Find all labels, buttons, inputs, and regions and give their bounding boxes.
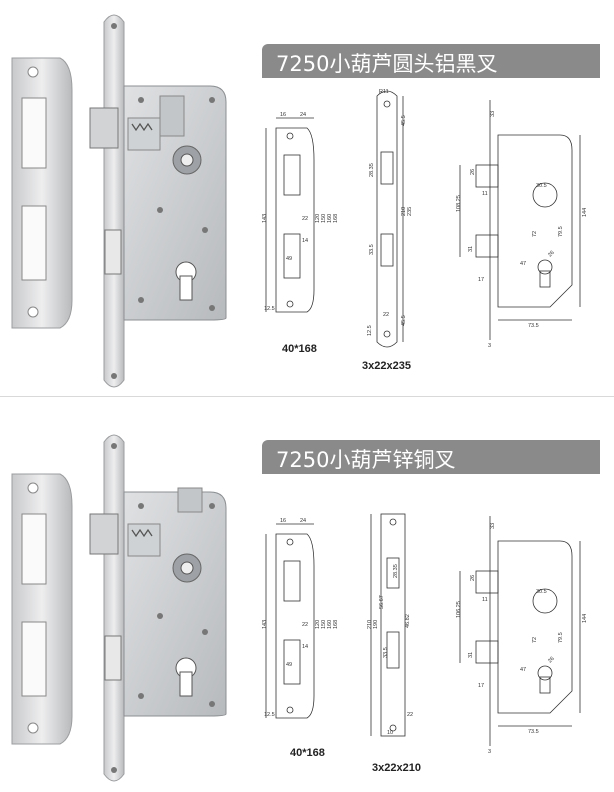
dim-12-5: 12.5 bbox=[264, 306, 275, 312]
faceplate-photo bbox=[103, 434, 125, 782]
section-divider bbox=[0, 396, 614, 397]
lock-body-drawing: 33 26 11 30.5 108.25 144 72 79.5 31 47 1… bbox=[456, 100, 588, 349]
dim-17: 17 bbox=[478, 277, 484, 283]
product-title: 7250小葫芦锌铜叉 bbox=[276, 448, 456, 472]
dim-26: 26 bbox=[470, 169, 476, 175]
dim-150: 150 bbox=[321, 214, 327, 223]
dim-22-face: 22 bbox=[383, 312, 389, 318]
dim-31: 31 bbox=[468, 652, 474, 658]
dim-168: 168 bbox=[333, 214, 337, 223]
dim-45-5-top: 45.5 bbox=[401, 115, 407, 126]
dim-33-5: 33.5 bbox=[369, 244, 375, 255]
dim-3: 3 bbox=[488, 749, 491, 755]
faceplate-drawing: R11 45.5 28.35 33.5 210 235 22 12.5 45.5 bbox=[367, 89, 413, 348]
product-title-banner: 7250小葫芦锌铜叉 bbox=[262, 440, 600, 474]
latch-photo bbox=[89, 107, 119, 149]
faceplate-caption: 3x22x210 bbox=[372, 762, 421, 774]
dim-26: 26 bbox=[470, 575, 476, 581]
dim-120: 120 bbox=[315, 214, 321, 223]
strike-plate-photo bbox=[11, 473, 73, 745]
faceplate-photo bbox=[103, 14, 125, 388]
dim-26b: 26 bbox=[547, 656, 556, 665]
dim-3: 3 bbox=[488, 343, 491, 349]
product-section-1: 7250小葫芦圆头铝黑叉 16 24 143 120 150 160 168 2… bbox=[11, 14, 600, 388]
dim-47: 47 bbox=[520, 667, 526, 673]
product-title-banner: 7250小葫芦圆头铝黑叉 bbox=[262, 44, 600, 78]
dim-108-25: 108.25 bbox=[456, 195, 462, 212]
latch-photo bbox=[89, 513, 119, 555]
dim-56-67: 56.67 bbox=[379, 595, 385, 609]
dim-16: 16 bbox=[280, 518, 286, 524]
dim-45-5-bottom: 45.5 bbox=[401, 315, 407, 326]
dim-12-5: 12.5 bbox=[264, 712, 275, 718]
dim-24: 24 bbox=[300, 518, 306, 524]
dim-210: 210 bbox=[401, 207, 407, 216]
faceplate-drawing: 210 190 28.35 56.67 46.82 33.5 10 22 bbox=[367, 513, 413, 737]
dim-210: 210 bbox=[367, 620, 373, 629]
dim-31: 31 bbox=[468, 246, 474, 252]
dim-26b: 26 bbox=[547, 250, 556, 259]
strike-plate-drawing: 16 24 143 120 150 160 168 22 14 49 12.5 bbox=[262, 112, 337, 313]
dim-144: 144 bbox=[582, 614, 588, 623]
dim-12-5-face: 12.5 bbox=[367, 325, 373, 336]
lock-body-photo bbox=[123, 85, 227, 321]
lock-body-photo bbox=[123, 487, 227, 717]
dim-10: 10 bbox=[387, 730, 393, 736]
lock-photo-1 bbox=[11, 14, 227, 388]
dim-168: 168 bbox=[333, 620, 337, 629]
dim-11: 11 bbox=[482, 191, 488, 197]
dim-143: 143 bbox=[262, 620, 268, 629]
dim-30-5: 30.5 bbox=[536, 183, 547, 189]
faceplate-caption: 3x22x235 bbox=[362, 360, 411, 372]
dim-24: 24 bbox=[300, 112, 306, 118]
lock-body-drawing: 33 26 11 30.5 106.25 144 72 79.5 31 47 1… bbox=[456, 516, 588, 755]
dim-144: 144 bbox=[582, 208, 588, 217]
dim-22: 22 bbox=[302, 216, 308, 222]
dim-47: 47 bbox=[520, 261, 526, 267]
dim-143: 143 bbox=[262, 214, 268, 223]
strike-plate-drawing: 16 24 143 120 150 160 168 22 14 49 12.5 bbox=[262, 518, 337, 719]
dim-73-5: 73.5 bbox=[528, 729, 539, 735]
strike-caption: 40*168 bbox=[290, 747, 325, 759]
dim-49: 49 bbox=[286, 662, 292, 668]
dim-106-25: 106.25 bbox=[456, 601, 462, 618]
dim-73-5: 73.5 bbox=[528, 323, 539, 329]
dim-46-82: 46.82 bbox=[405, 614, 411, 628]
dim-33-5: 33.5 bbox=[383, 647, 389, 658]
product-section-2: 7250小葫芦锌铜叉 16 24 143 120 150 160 168 22 … bbox=[0, 396, 614, 792]
dim-49: 49 bbox=[286, 256, 292, 262]
dim-30-5: 30.5 bbox=[536, 589, 547, 595]
dim-120: 120 bbox=[315, 620, 321, 629]
strike-caption: 40*168 bbox=[282, 343, 317, 355]
dim-17: 17 bbox=[478, 683, 484, 689]
dim-33: 33 bbox=[490, 111, 496, 117]
dim-160: 160 bbox=[327, 214, 333, 223]
dim-235: 235 bbox=[407, 207, 413, 216]
dim-14: 14 bbox=[302, 644, 308, 650]
dim-160: 160 bbox=[327, 620, 333, 629]
dim-28-35: 28.35 bbox=[369, 163, 375, 177]
dim-14: 14 bbox=[302, 238, 308, 244]
lock-photo-2 bbox=[11, 434, 227, 782]
dim-16: 16 bbox=[280, 112, 286, 118]
dim-22: 22 bbox=[302, 622, 308, 628]
dim-72: 72 bbox=[532, 231, 538, 237]
dim-28-35: 28.35 bbox=[393, 564, 399, 578]
product-title: 7250小葫芦圆头铝黑叉 bbox=[276, 52, 498, 76]
dim-11: 11 bbox=[482, 597, 488, 603]
dim-150: 150 bbox=[321, 620, 327, 629]
dim-r11: R11 bbox=[379, 89, 389, 95]
dim-190: 190 bbox=[373, 620, 379, 629]
dim-72: 72 bbox=[532, 637, 538, 643]
dim-79-5: 79.5 bbox=[558, 226, 564, 237]
dim-33: 33 bbox=[490, 523, 496, 529]
dim-79-5: 79.5 bbox=[558, 632, 564, 643]
strike-plate-photo bbox=[11, 57, 73, 329]
dim-22-face: 22 bbox=[407, 712, 413, 718]
